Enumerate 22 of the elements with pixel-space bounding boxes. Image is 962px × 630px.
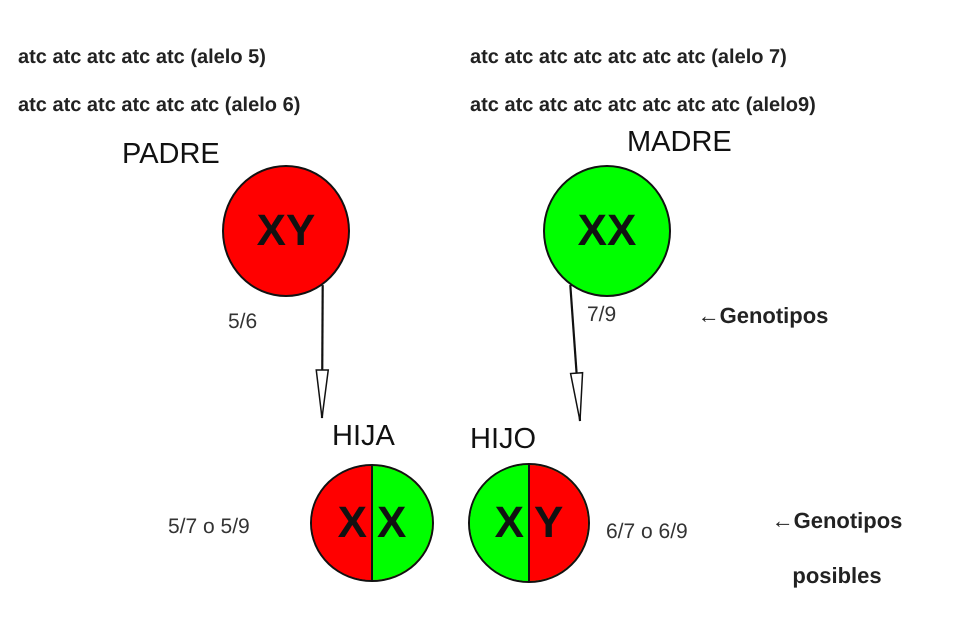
node-heading: MADRE (627, 128, 732, 157)
node-heading: PADRE (122, 140, 220, 169)
chromosome-letters: XX (578, 209, 636, 253)
node-heading: HIJO (470, 425, 536, 454)
arrow (569, 285, 584, 422)
allele-sequence: atc atc atc atc atc atc atc (alelo 7) (470, 45, 788, 69)
chromosome-letter: X (338, 501, 367, 545)
note-text: ←Genotipos posibles (770, 507, 904, 590)
genotype-label: 6/7 o 6/9 (606, 520, 688, 544)
allele-sequence: atc atc atc atc atc atc (alelo 6) (18, 93, 302, 117)
allele-sequence: atc atc atc atc atc atc atc atc (alelo9) (470, 93, 817, 117)
arrow (316, 285, 329, 419)
genotype-label: 5/6 (228, 310, 258, 334)
genotype-label: 7/9 (587, 303, 616, 327)
chromosome-letters: XY (256, 209, 316, 253)
node-heading: HIJA (332, 422, 395, 451)
chromosome-letter: X (377, 501, 406, 545)
allele-sequence: atc atc atc atc atc (alelo 5) (18, 45, 267, 69)
chromosome-letter: Y (534, 501, 564, 545)
chromosome-letter: X (494, 501, 524, 545)
note-text: ←Genotipos (696, 302, 830, 330)
genotype-label: 5/7 o 5/9 (168, 515, 250, 539)
